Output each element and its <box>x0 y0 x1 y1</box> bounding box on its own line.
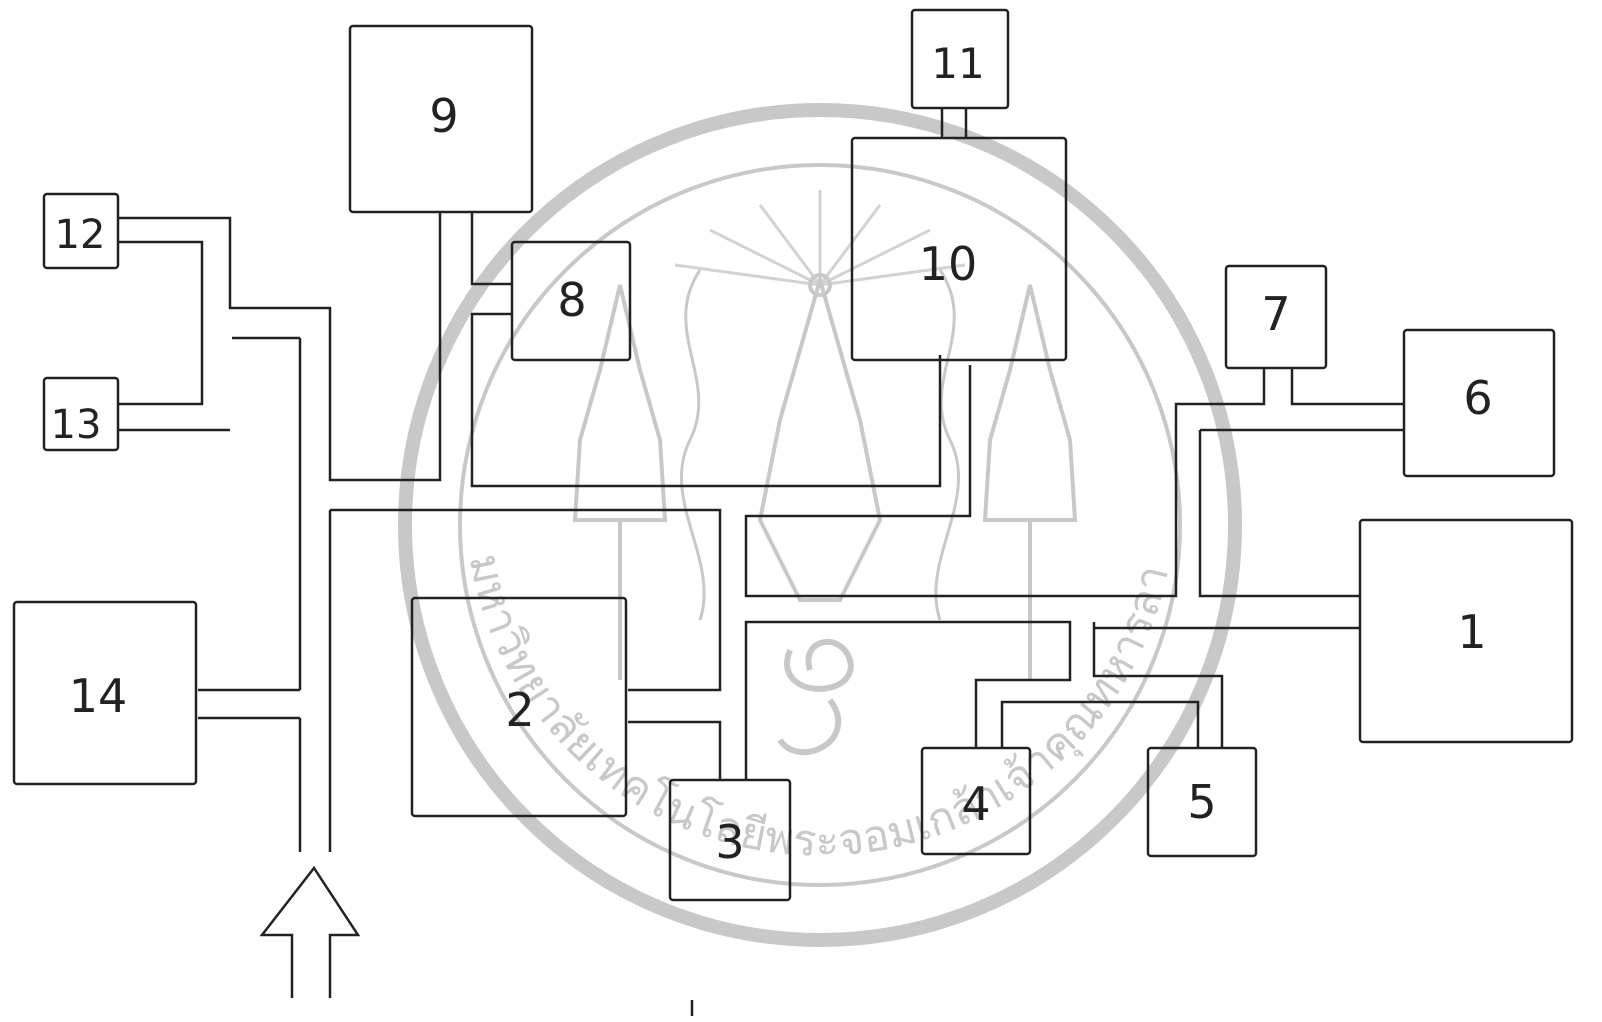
inlet-arrow-icon <box>262 868 358 998</box>
block-11: 11 <box>912 10 1008 108</box>
block-10-label: 10 <box>919 237 978 291</box>
watermark-seal: ลิขสิทธิ์มหาวิทยาลัยเทคโนโลยีพระจอมเกล้า… <box>0 0 1235 940</box>
umbrella-left-icon <box>575 285 665 680</box>
block-1-label: 1 <box>1457 605 1486 659</box>
block-11-label: 11 <box>931 39 984 88</box>
block-8: 8 <box>512 242 630 360</box>
spire-icon <box>760 280 880 600</box>
block-6-label: 6 <box>1463 371 1492 425</box>
block-14-label: 14 <box>69 669 128 723</box>
block-12-label: 12 <box>55 212 106 258</box>
block-6: 6 <box>1404 330 1554 476</box>
block-12: 12 <box>44 194 118 268</box>
block-9-label: 9 <box>429 89 458 143</box>
block-2-label: 2 <box>505 683 534 737</box>
block-8-label: 8 <box>557 273 586 327</box>
block-3-label: 3 <box>715 815 744 869</box>
block-9: 9 <box>350 26 532 212</box>
block-5-label: 5 <box>1187 775 1216 829</box>
block-7-label: 7 <box>1261 287 1290 341</box>
block-4-label: 4 <box>961 777 990 831</box>
block-13-label: 13 <box>51 402 102 448</box>
block-14: 14 <box>14 602 196 784</box>
block-1: 1 <box>1360 520 1572 742</box>
block-7: 7 <box>1226 266 1326 368</box>
block-13: 13 <box>44 378 118 450</box>
connection-wires <box>118 108 1404 852</box>
crest-glyph <box>780 642 851 752</box>
ornament-left <box>681 270 704 620</box>
